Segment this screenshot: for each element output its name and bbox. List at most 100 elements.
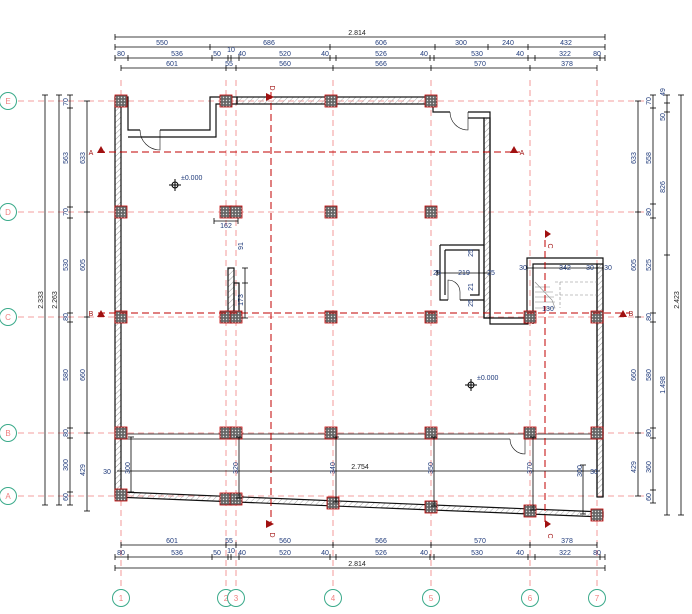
dimension-label: 25: [487, 270, 495, 277]
column: [424, 94, 438, 108]
dimension-label: 558: [646, 152, 653, 164]
axis-label: A: [5, 492, 11, 501]
axis-bubble-7[interactable]: 7: [588, 589, 606, 607]
dimension-label: 580: [63, 369, 70, 381]
dimension-label: 80: [63, 313, 70, 321]
columns: [114, 94, 604, 522]
column: [424, 500, 438, 514]
dimension-label: 378: [561, 61, 573, 68]
dimension-label: 360: [646, 461, 653, 473]
dimension-label: 429: [80, 464, 87, 476]
section-arrow-icon: [619, 310, 627, 317]
level-marker: ±0.000: [465, 375, 498, 391]
dimension-label: 566: [375, 61, 387, 68]
section-label: A: [89, 150, 94, 157]
dimension-label: 530: [471, 51, 483, 58]
dimension-label: 660: [80, 369, 87, 381]
dimension-label: 30: [519, 265, 527, 272]
axis-bubble-B[interactable]: B: [0, 424, 17, 442]
wall-top-left: [115, 96, 238, 138]
column: [324, 310, 338, 324]
dimension-label: 40: [420, 550, 428, 557]
dimension-label: 80: [646, 208, 653, 216]
dimension-label: 370: [527, 462, 534, 474]
dimension-label: 40: [516, 550, 524, 557]
dimension-label: 40: [321, 51, 329, 58]
dimension-label: 80: [593, 550, 601, 557]
dimension-label: 530: [471, 550, 483, 557]
dimension-label: 49: [660, 88, 667, 96]
column: [590, 508, 604, 522]
dimension-label: 40: [420, 51, 428, 58]
column: [424, 205, 438, 219]
axis-bubble-6[interactable]: 6: [521, 589, 539, 607]
level-label: ±0.000: [477, 375, 498, 382]
wall-top-right: [432, 97, 529, 325]
dimension-lines: [42, 34, 684, 571]
dimension-label: 536: [171, 51, 183, 58]
axis-bubble-D[interactable]: D: [0, 203, 17, 221]
dimension-label: 686: [263, 40, 275, 47]
column: [114, 205, 128, 219]
column: [424, 426, 438, 440]
dimension-label: 601: [166, 61, 178, 68]
column: [424, 310, 438, 324]
column: [229, 426, 243, 440]
level-label: ±0.000: [181, 175, 202, 182]
section-label: C: [546, 533, 553, 538]
dimension-label: 70: [63, 98, 70, 106]
dimension-label: 378: [561, 538, 573, 545]
dimension-label: 173: [238, 294, 245, 306]
dimension-label: 633: [631, 152, 638, 164]
dimension-label: 219: [458, 270, 470, 277]
column: [114, 310, 128, 324]
dimension-label: 80: [646, 313, 653, 321]
dimension-label: 55: [225, 538, 233, 545]
dimension-label: 50: [213, 550, 221, 557]
axis-bubble-E[interactable]: E: [0, 92, 17, 110]
dimension-label: 130: [542, 306, 554, 313]
column: [523, 426, 537, 440]
dimension-label: 2.263: [52, 291, 59, 309]
axis-label: C: [5, 313, 11, 322]
axis-bubble-A[interactable]: A: [0, 487, 17, 505]
dimension-label: 10: [227, 548, 235, 555]
axis-bubble-5[interactable]: 5: [422, 589, 440, 607]
section-arrow-icon: [97, 146, 105, 153]
axis-bubble-C[interactable]: C: [0, 308, 17, 326]
dimension-label: 60: [646, 493, 653, 501]
dimension-label: 322: [559, 51, 571, 58]
axis-label: 4: [331, 594, 336, 603]
dimension-label: 320: [233, 462, 240, 474]
dimension-label: 80: [117, 51, 125, 58]
dimension-label: 633: [80, 152, 87, 164]
section-arrow-icon: [97, 310, 105, 317]
dimension-label: 60: [63, 493, 70, 501]
axis-bubble-3[interactable]: 3: [227, 589, 245, 607]
section-flag-icon: [545, 230, 551, 238]
dimension-label: 40: [321, 550, 329, 557]
axis-label: B: [5, 429, 10, 438]
axis-bubble-4[interactable]: 4: [324, 589, 342, 607]
dimension-label: 300: [577, 465, 584, 477]
dimension-label: 2.814: [348, 561, 366, 568]
dimension-label: 570: [474, 538, 486, 545]
section-label: D: [268, 532, 275, 537]
dimension-label: 40: [516, 51, 524, 58]
dimension-label: 526: [375, 51, 387, 58]
partition-b: [121, 433, 597, 440]
axis-label: 5: [429, 594, 434, 603]
dimension-label: 70: [63, 208, 70, 216]
column: [324, 94, 338, 108]
section-arrow-icon: [266, 93, 274, 101]
column: [523, 504, 537, 518]
dimension-label: 536: [171, 550, 183, 557]
dimension-label: 25: [468, 299, 475, 307]
section-arrow-icon: [510, 146, 518, 153]
wall-right-upper: [483, 117, 491, 319]
axis-bubble-1[interactable]: 1: [112, 589, 130, 607]
dimension-label: 80: [646, 429, 653, 437]
dimension-label: 10: [227, 47, 235, 54]
